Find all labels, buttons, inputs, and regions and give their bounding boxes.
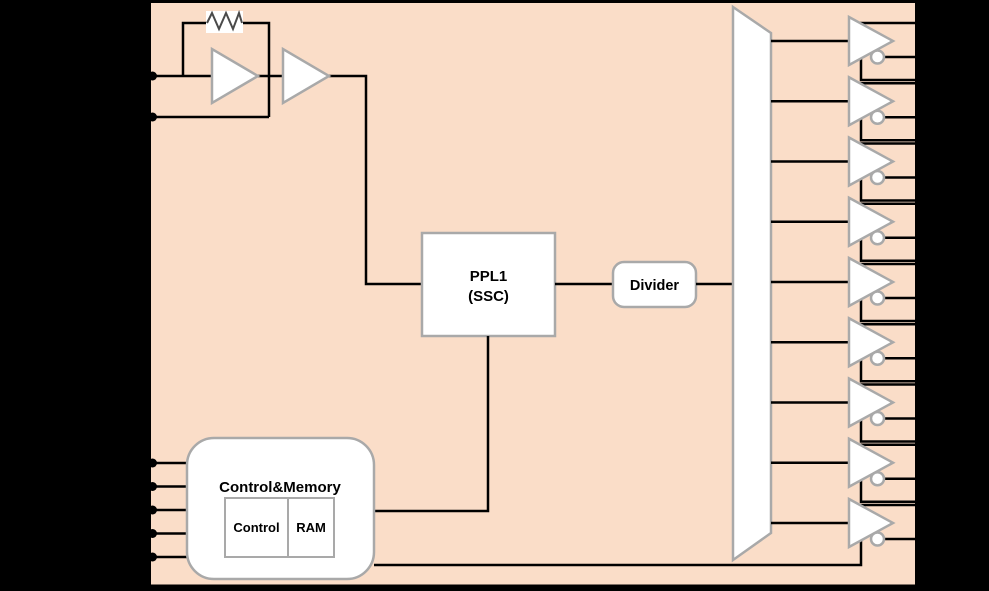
divider-label: Divider xyxy=(630,278,680,294)
output-buffer xyxy=(771,75,919,142)
feedback-wire xyxy=(374,539,863,567)
inverter-bubble xyxy=(869,230,886,246)
pin-dot xyxy=(148,482,157,491)
wire xyxy=(859,298,919,323)
fanout-trapezoid xyxy=(731,4,773,563)
output-buffers xyxy=(374,14,919,567)
inverter-bubble xyxy=(869,410,886,427)
inverter-bubble xyxy=(869,169,886,186)
wire xyxy=(859,57,919,82)
oscillator-section xyxy=(148,9,422,286)
ram-label: RAM xyxy=(296,520,326,535)
output-buffer xyxy=(771,316,919,383)
inverter-bubble xyxy=(869,471,886,487)
control-memory-section: Control&Memory Control RAM xyxy=(148,336,490,581)
ram-box xyxy=(287,497,335,558)
pin-dot xyxy=(148,112,157,122)
pin-dot xyxy=(148,552,157,562)
control-pin xyxy=(148,458,190,468)
wire xyxy=(859,177,919,202)
inverter-bubble xyxy=(869,531,886,547)
pin-dot xyxy=(148,529,157,538)
output-buffer xyxy=(771,14,919,82)
control-pin xyxy=(148,505,190,515)
output-buffer xyxy=(771,376,919,443)
divider-block: Divider xyxy=(611,260,698,309)
inverter-bubble xyxy=(869,109,886,125)
pll-label-line2: (SSC) xyxy=(468,288,509,305)
output-buffer xyxy=(771,436,919,503)
output-buffer xyxy=(771,135,919,202)
control-memory-title: Control&Memory xyxy=(219,479,341,496)
inverter-bubble xyxy=(869,49,886,65)
osc-buffer-triangle xyxy=(281,46,332,106)
pin-dot xyxy=(148,71,157,81)
wire xyxy=(859,358,919,383)
output-buffer xyxy=(374,496,919,567)
control-input-pins xyxy=(148,458,190,562)
inverter-bubble xyxy=(869,290,886,306)
control-pin xyxy=(148,552,190,562)
wire xyxy=(859,478,919,503)
pll-block: PPL1 (SSC) xyxy=(420,231,557,338)
resistor-symbol xyxy=(206,9,243,32)
output-buffer xyxy=(771,195,919,262)
wire xyxy=(859,117,919,142)
wire xyxy=(374,336,490,513)
osc-amp-triangle xyxy=(210,46,261,106)
pin-dot xyxy=(148,458,157,468)
inverter-bubble xyxy=(869,350,886,366)
control-pin xyxy=(148,529,190,538)
pin-dot xyxy=(148,505,157,515)
output-buffer xyxy=(771,255,919,323)
wire xyxy=(859,418,919,443)
wire xyxy=(859,237,919,262)
control-label: Control xyxy=(233,520,279,535)
control-box xyxy=(224,497,289,558)
pll-label-line1: PPL1 xyxy=(470,268,508,285)
control-pin xyxy=(148,482,190,491)
